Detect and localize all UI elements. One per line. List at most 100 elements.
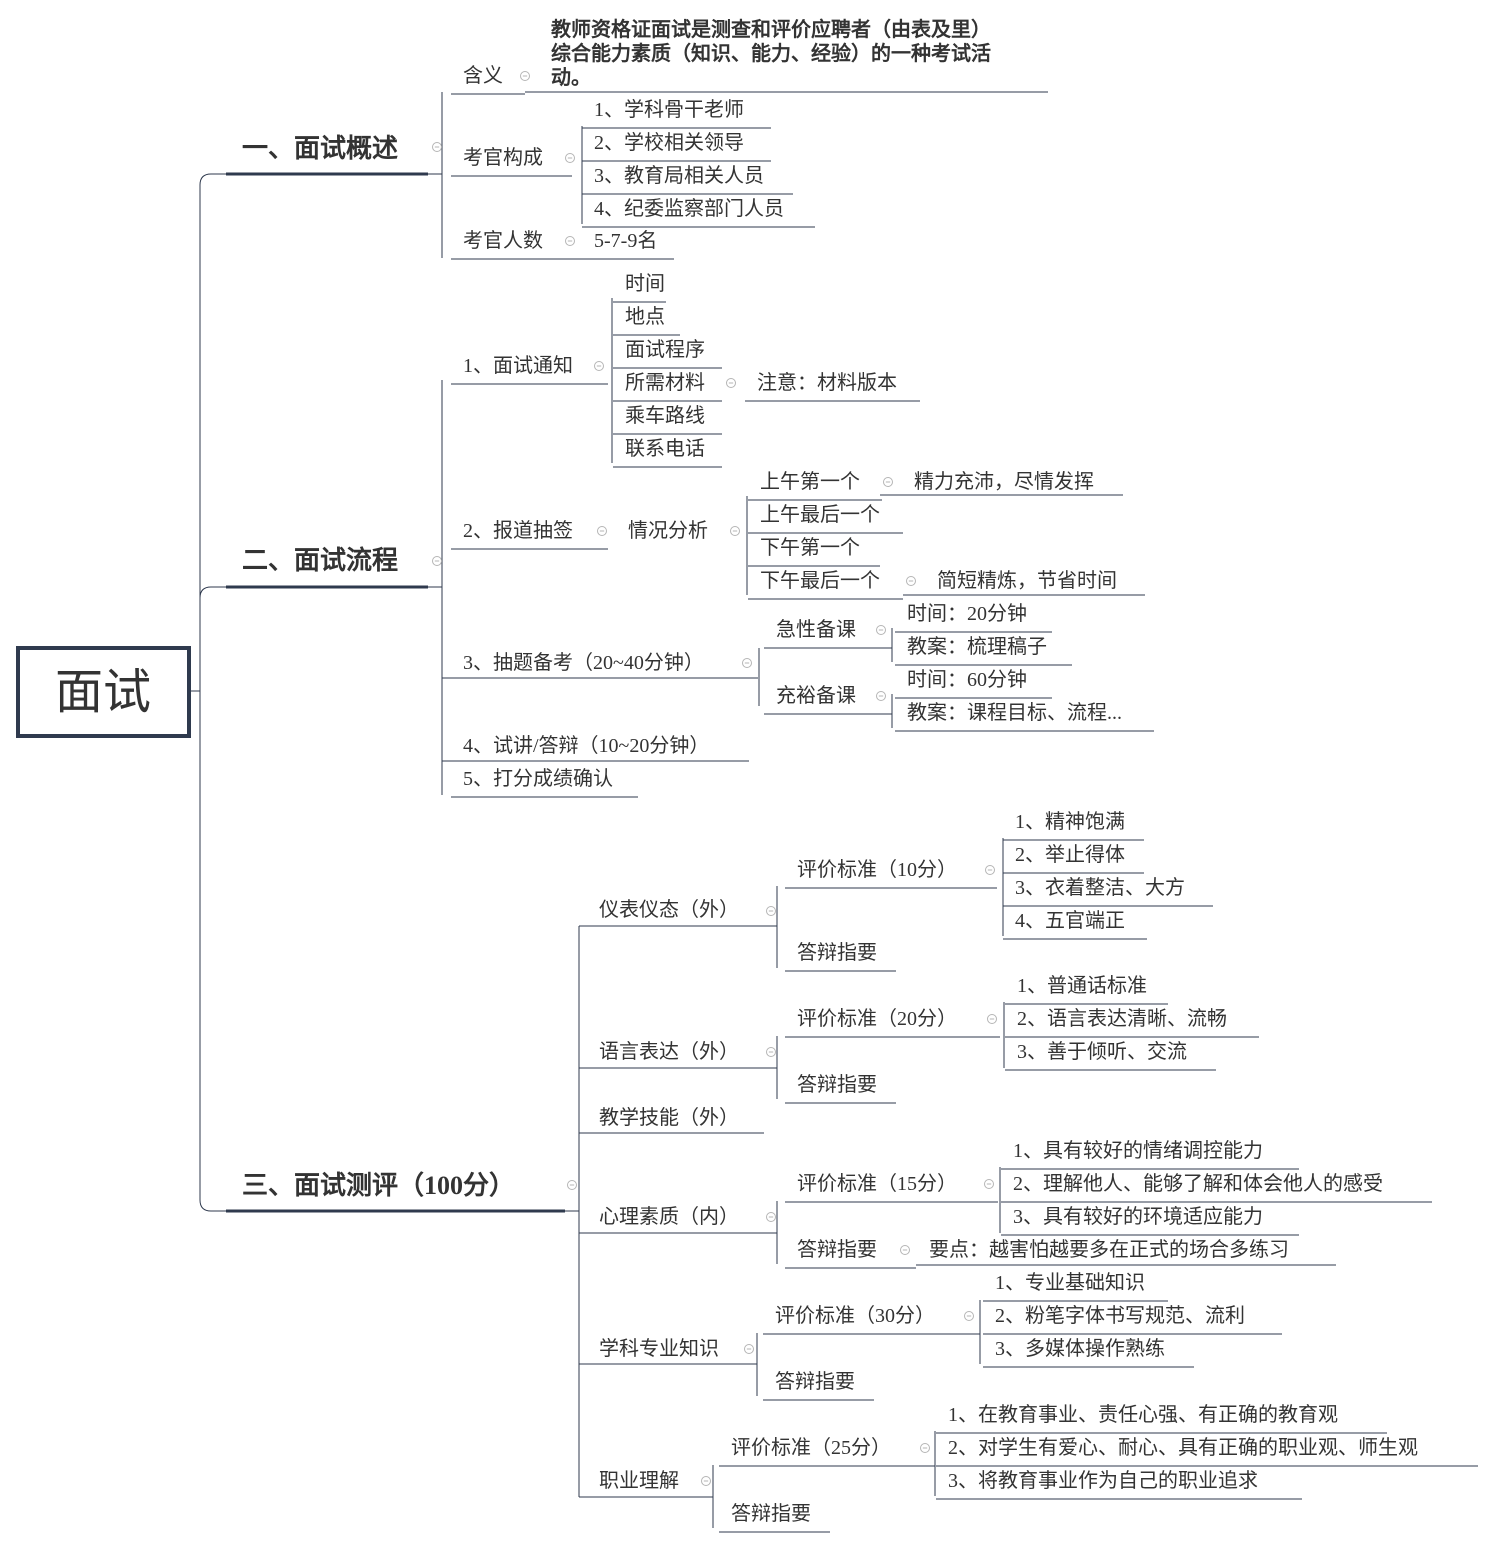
appearance-criterion: 4、五官端正 [1015,909,1125,932]
urgent-plan: 教案：梳理稿子 [907,635,1047,658]
meaning-text-line-3: 动。 [551,66,591,89]
collapse-icon[interactable] [565,236,575,246]
slot-item: 下午最后一个 [760,569,880,592]
notice-node: 1、面试通知 [463,354,573,377]
psychology-node: 心理素质（内） [599,1205,739,1228]
notice-item: 联系电话 [625,437,705,460]
collapse-icon[interactable] [742,658,752,668]
language-criterion: 3、善于倾听、交流 [1017,1040,1187,1063]
appearance-criteria-node: 评价标准（10分） [797,858,957,881]
collapse-icon[interactable] [987,1014,997,1024]
subject-criterion: 3、多媒体操作熟练 [995,1337,1165,1360]
collapse-icon[interactable] [726,378,736,388]
section-evaluation-title: 三、面试测评（100分） [242,1171,515,1200]
career-node: 职业理解 [599,1469,679,1492]
subject-criteria-node: 评价标准（30分） [775,1304,935,1327]
language-answer-node: 答辩指要 [797,1073,877,1096]
material-note: 注意：材料版本 [757,371,897,394]
meaning-text-line-2: 综合能力素质（知识、能力、经验）的一种考试活 [551,41,991,65]
language-criterion: 2、语言表达清晰、流畅 [1017,1007,1227,1030]
notice-item: 时间 [625,272,665,295]
collapse-icon[interactable] [920,1443,930,1453]
collapse-icon[interactable] [964,1311,974,1321]
language-criterion: 1、普通话标准 [1017,974,1147,997]
collapse-icon[interactable] [906,576,916,586]
notice-item: 乘车路线 [625,404,705,427]
subject-node: 学科专业知识 [599,1337,719,1360]
examiner-count-node: 考官人数 [463,229,543,252]
psychology-answer-note: 要点：越害怕越要多在正式的场合多练习 [929,1238,1289,1261]
collapse-icon[interactable] [744,1344,754,1354]
collapse-icon[interactable] [984,1179,994,1189]
career-criterion: 1、在教育事业、责任心强、有正确的教育观 [948,1403,1338,1426]
subject-answer-node: 答辩指要 [775,1370,855,1393]
slot-last-note: 简短精炼，节省时间 [937,569,1117,592]
collapse-icon[interactable] [594,361,604,371]
collapse-icon[interactable] [432,556,442,566]
appearance-node: 仪表仪态（外） [599,898,739,921]
topic-nodes: 面试 一、面试概述 含义 教师资格证面试是测查和评价应聘者（由表及里）综合能力素质（知… [16,17,1418,1525]
collapse-icon[interactable] [520,71,530,81]
meaning-node: 含义 [463,64,503,87]
analysis-node: 情况分析 [628,519,708,542]
root-topic[interactable] [16,646,191,738]
collapse-icon[interactable] [766,906,776,916]
slot-item: 上午最后一个 [760,503,880,526]
slot-first-note: 精力充沛，尽情发挥 [914,470,1094,493]
meaning-text-line-1: 教师资格证面试是测查和评价应聘者（由表及里） [551,17,991,41]
examiner-count-value: 5-7-9名 [594,229,657,252]
collapse-icon[interactable] [876,691,886,701]
collapse-icon[interactable] [766,1212,776,1222]
career-answer-node: 答辩指要 [731,1502,811,1525]
section-overview-title: 一、面试概述 [242,134,398,163]
collapse-icon[interactable] [597,526,607,536]
connector-lines [189,91,1478,1533]
prep-node: 3、抽题备考（20~40分钟） [463,651,704,674]
career-criterion: 2、对学生有爱心、耐心、具有正确的职业观、师生观 [948,1436,1418,1459]
collapse-icon[interactable] [766,1047,776,1057]
ample-time: 时间：60分钟 [907,668,1027,691]
lecture-node: 4、试讲/答辩（10~20分钟） [463,734,709,757]
slot-item: 下午第一个 [760,536,860,559]
urgent-time: 时间：20分钟 [907,602,1027,625]
collapse-icon[interactable] [567,1180,577,1190]
collapse-icon[interactable] [985,865,995,875]
psychology-criterion: 2、理解他人、能够了解和体会他人的感受 [1013,1172,1383,1195]
appearance-criterion: 1、精神饱满 [1015,810,1125,833]
collapse-icon[interactable] [730,526,740,536]
slot-item: 上午第一个 [760,470,860,493]
examiners-node: 考官构成 [463,146,543,169]
collapse-icon[interactable] [900,1245,910,1255]
ample-plan: 教案：课程目标、流程... [907,701,1122,724]
psychology-answer-node: 答辩指要 [797,1238,877,1261]
collapse-icon[interactable] [432,142,442,152]
appearance-criterion: 2、举止得体 [1015,843,1125,866]
examiner-item: 1、学科骨干老师 [594,98,744,121]
section-process-title: 二、面试流程 [242,546,398,575]
examiner-item: 3、教育局相关人员 [594,164,764,187]
score-node: 5、打分成绩确认 [463,767,613,790]
collapse-icon[interactable] [565,153,575,163]
psychology-criteria-node: 评价标准（15分） [797,1172,957,1195]
language-criteria-node: 评价标准（20分） [797,1007,957,1030]
examiner-item: 2、学校相关领导 [594,131,744,154]
collapse-icon[interactable] [876,625,886,635]
checkin-node: 2、报道抽签 [463,519,573,542]
ample-prep-node: 充裕备课 [776,684,856,707]
notice-item: 所需材料 [625,371,705,394]
career-criterion: 3、将教育事业作为自己的职业追求 [948,1469,1258,1492]
examiner-item: 4、纪委监察部门人员 [594,197,784,220]
teaching-node: 教学技能（外） [599,1106,739,1129]
collapse-icon[interactable] [883,477,893,487]
psychology-criterion: 1、具有较好的情绪调控能力 [1013,1139,1263,1162]
notice-item: 地点 [625,305,665,328]
collapse-icon[interactable] [701,1476,711,1486]
language-node: 语言表达（外） [599,1040,739,1063]
root-topic-label: 面试 [55,666,151,719]
notice-item: 面试程序 [625,338,705,361]
urgent-prep-node: 急性备课 [776,618,856,641]
subject-criterion: 1、专业基础知识 [995,1271,1145,1294]
psychology-criterion: 3、具有较好的环境适应能力 [1013,1205,1263,1228]
